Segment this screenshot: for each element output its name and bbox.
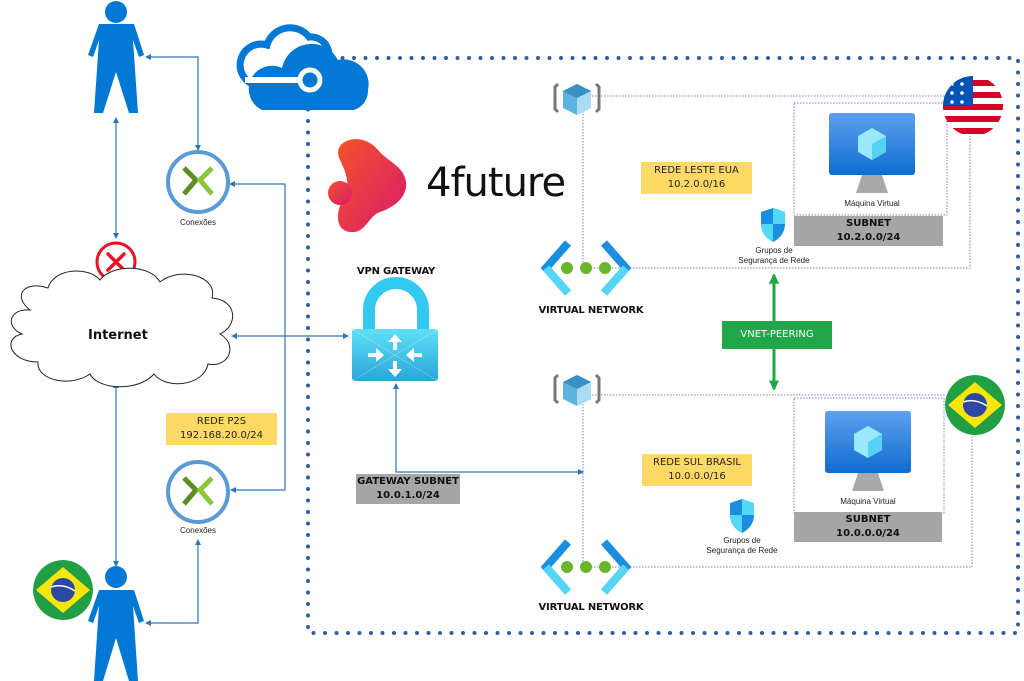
gateway-subnet-box: GATEWAY SUBNET 10.0.1.0/24 [356,474,460,504]
gateway-subnet-title: GATEWAY SUBNET [357,476,459,487]
cube-icon [553,373,601,406]
internet-label: Internet [88,328,148,343]
usa-flag-icon [943,76,1003,136]
p2s-network-cidr: 192.168.20.0/24 [180,430,263,441]
subnet-south-brazil-box: SUBNET 10.0.0.0/24 [794,512,942,542]
vm-east-us-label: Máquina Virtual [844,199,900,208]
connections-icon [166,460,230,524]
nsg-east-us-label: Grupos de Segurança de Rede [722,246,826,266]
virtual-network-icon [540,240,632,296]
connector-lines [113,54,584,626]
p2s-network-box: REDE P2S 192.168.20.0/24 [166,413,277,445]
vnet-east-us-label: VIRTUAL NETWORK [538,305,644,316]
brand-name: 4future [426,160,566,206]
brazil-flag-icon [33,560,93,620]
subnet-south-brazil-title: SUBNET [845,514,891,525]
gateway-subnet-cidr: 10.0.1.0/24 [376,490,440,501]
vnet-east-us-name: REDE LESTE EUA [654,165,739,176]
connections-top-label: Conexões [179,218,217,227]
nsg-south-brazil-label: Grupos de Segurança de Rede [690,536,794,556]
nsg-label-line1: Grupos de [755,246,793,255]
p2s-network-title: REDE P2S [196,416,247,427]
shield-icon [761,208,785,242]
vnet-boundaries [582,95,973,568]
azure-boundary [306,56,1020,635]
virtual-network-icon [540,539,632,595]
vnet-south-brazil-cidr: 10.0.0.0/16 [668,471,726,482]
vnet-south-brazil-label: VIRTUAL NETWORK [538,602,644,613]
monitor-icon [829,113,915,193]
azure-cloud-icon [236,24,369,110]
shield-icon [730,499,754,533]
subnet-east-us-box: SUBNET 10.2.0.0/24 [794,216,943,246]
cube-icon [553,82,601,115]
vnet-peering-box: VNET-PEERING [722,321,832,349]
vnet-east-us-box: REDE LESTE EUA 10.2.0.0/16 [641,162,752,194]
nsg-label-line2: Segurança de Rede [706,546,778,555]
nsg-label-line1: Grupos de [723,536,761,545]
vnet-east-us-cidr: 10.2.0.0/16 [667,179,726,190]
brazil-flag-icon [945,375,1005,435]
person-icon [88,1,144,113]
vpn-gateway-title: VPN GATEWAY [356,266,436,277]
brand-logo-icon [328,139,407,233]
connections-icon [166,150,230,214]
connections-bottom-label: Conexões [179,526,217,535]
monitor-icon [825,411,911,491]
person-icon [88,566,144,681]
internet-cloud [10,267,234,388]
nsg-label-line2: Segurança de Rede [738,256,810,265]
vm-south-brazil-label: Máquina Virtual [840,497,896,506]
vnet-south-brazil-name: REDE SUL BRASIL [653,457,741,468]
subnet-south-brazil-cidr: 10.0.0.0/24 [836,528,900,539]
subnet-east-us-title: SUBNET [846,218,891,229]
vpn-gateway-icon [351,277,439,382]
subnet-east-us-cidr: 10.2.0.0/24 [836,232,901,243]
vnet-south-brazil-box: REDE SUL BRASIL 10.0.0.0/16 [642,454,752,486]
